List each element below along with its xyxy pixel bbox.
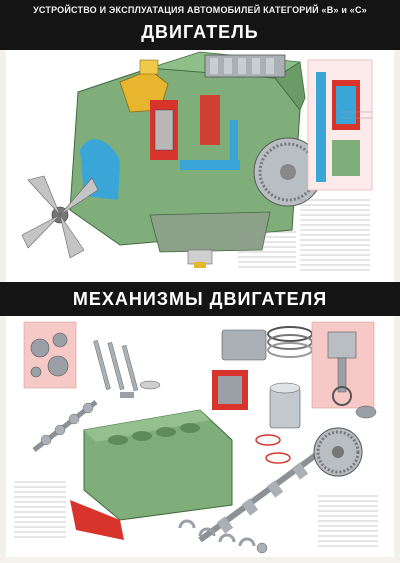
camshaft: [32, 400, 98, 452]
cooling-system-inset: [307, 59, 373, 191]
top-title-band: УСТРОЙСТВО И ЭКСПЛУАТАЦИЯ АВТОМОБИЛЕЙ КА…: [0, 0, 400, 50]
engine-cutaway-illustration: [21, 51, 373, 271]
piston-rings: [267, 326, 313, 358]
section-title-engine: ДВИГАТЕЛЬ: [141, 22, 259, 42]
section-title-mechanisms: МЕХАНИЗМЫ ДВИГАТЕЛЯ: [72, 289, 328, 309]
crankshaft-flywheel-parts: [198, 427, 363, 543]
engine-legend-lines: [238, 199, 370, 271]
engine-block: [69, 51, 306, 246]
piston: [255, 382, 301, 464]
timing-gears-inset: [23, 321, 77, 389]
rocker-cover: [212, 329, 267, 410]
mid-title-band: МЕХАНИЗМЫ ДВИГАТЕЛЯ: [0, 282, 400, 316]
piston-connecting-rod-parts: [311, 321, 377, 419]
cylinder-block-illustration: [70, 409, 233, 540]
valve-train-parts: [93, 340, 161, 398]
cooling-fan: [21, 175, 99, 259]
series-title: УСТРОЙСТВО И ЭКСПЛУАТАЦИЯ АВТОМОБИЛЕЙ КА…: [33, 5, 367, 15]
bearing-shells: [178, 519, 268, 554]
mechanisms-legend-lines: [14, 481, 378, 547]
